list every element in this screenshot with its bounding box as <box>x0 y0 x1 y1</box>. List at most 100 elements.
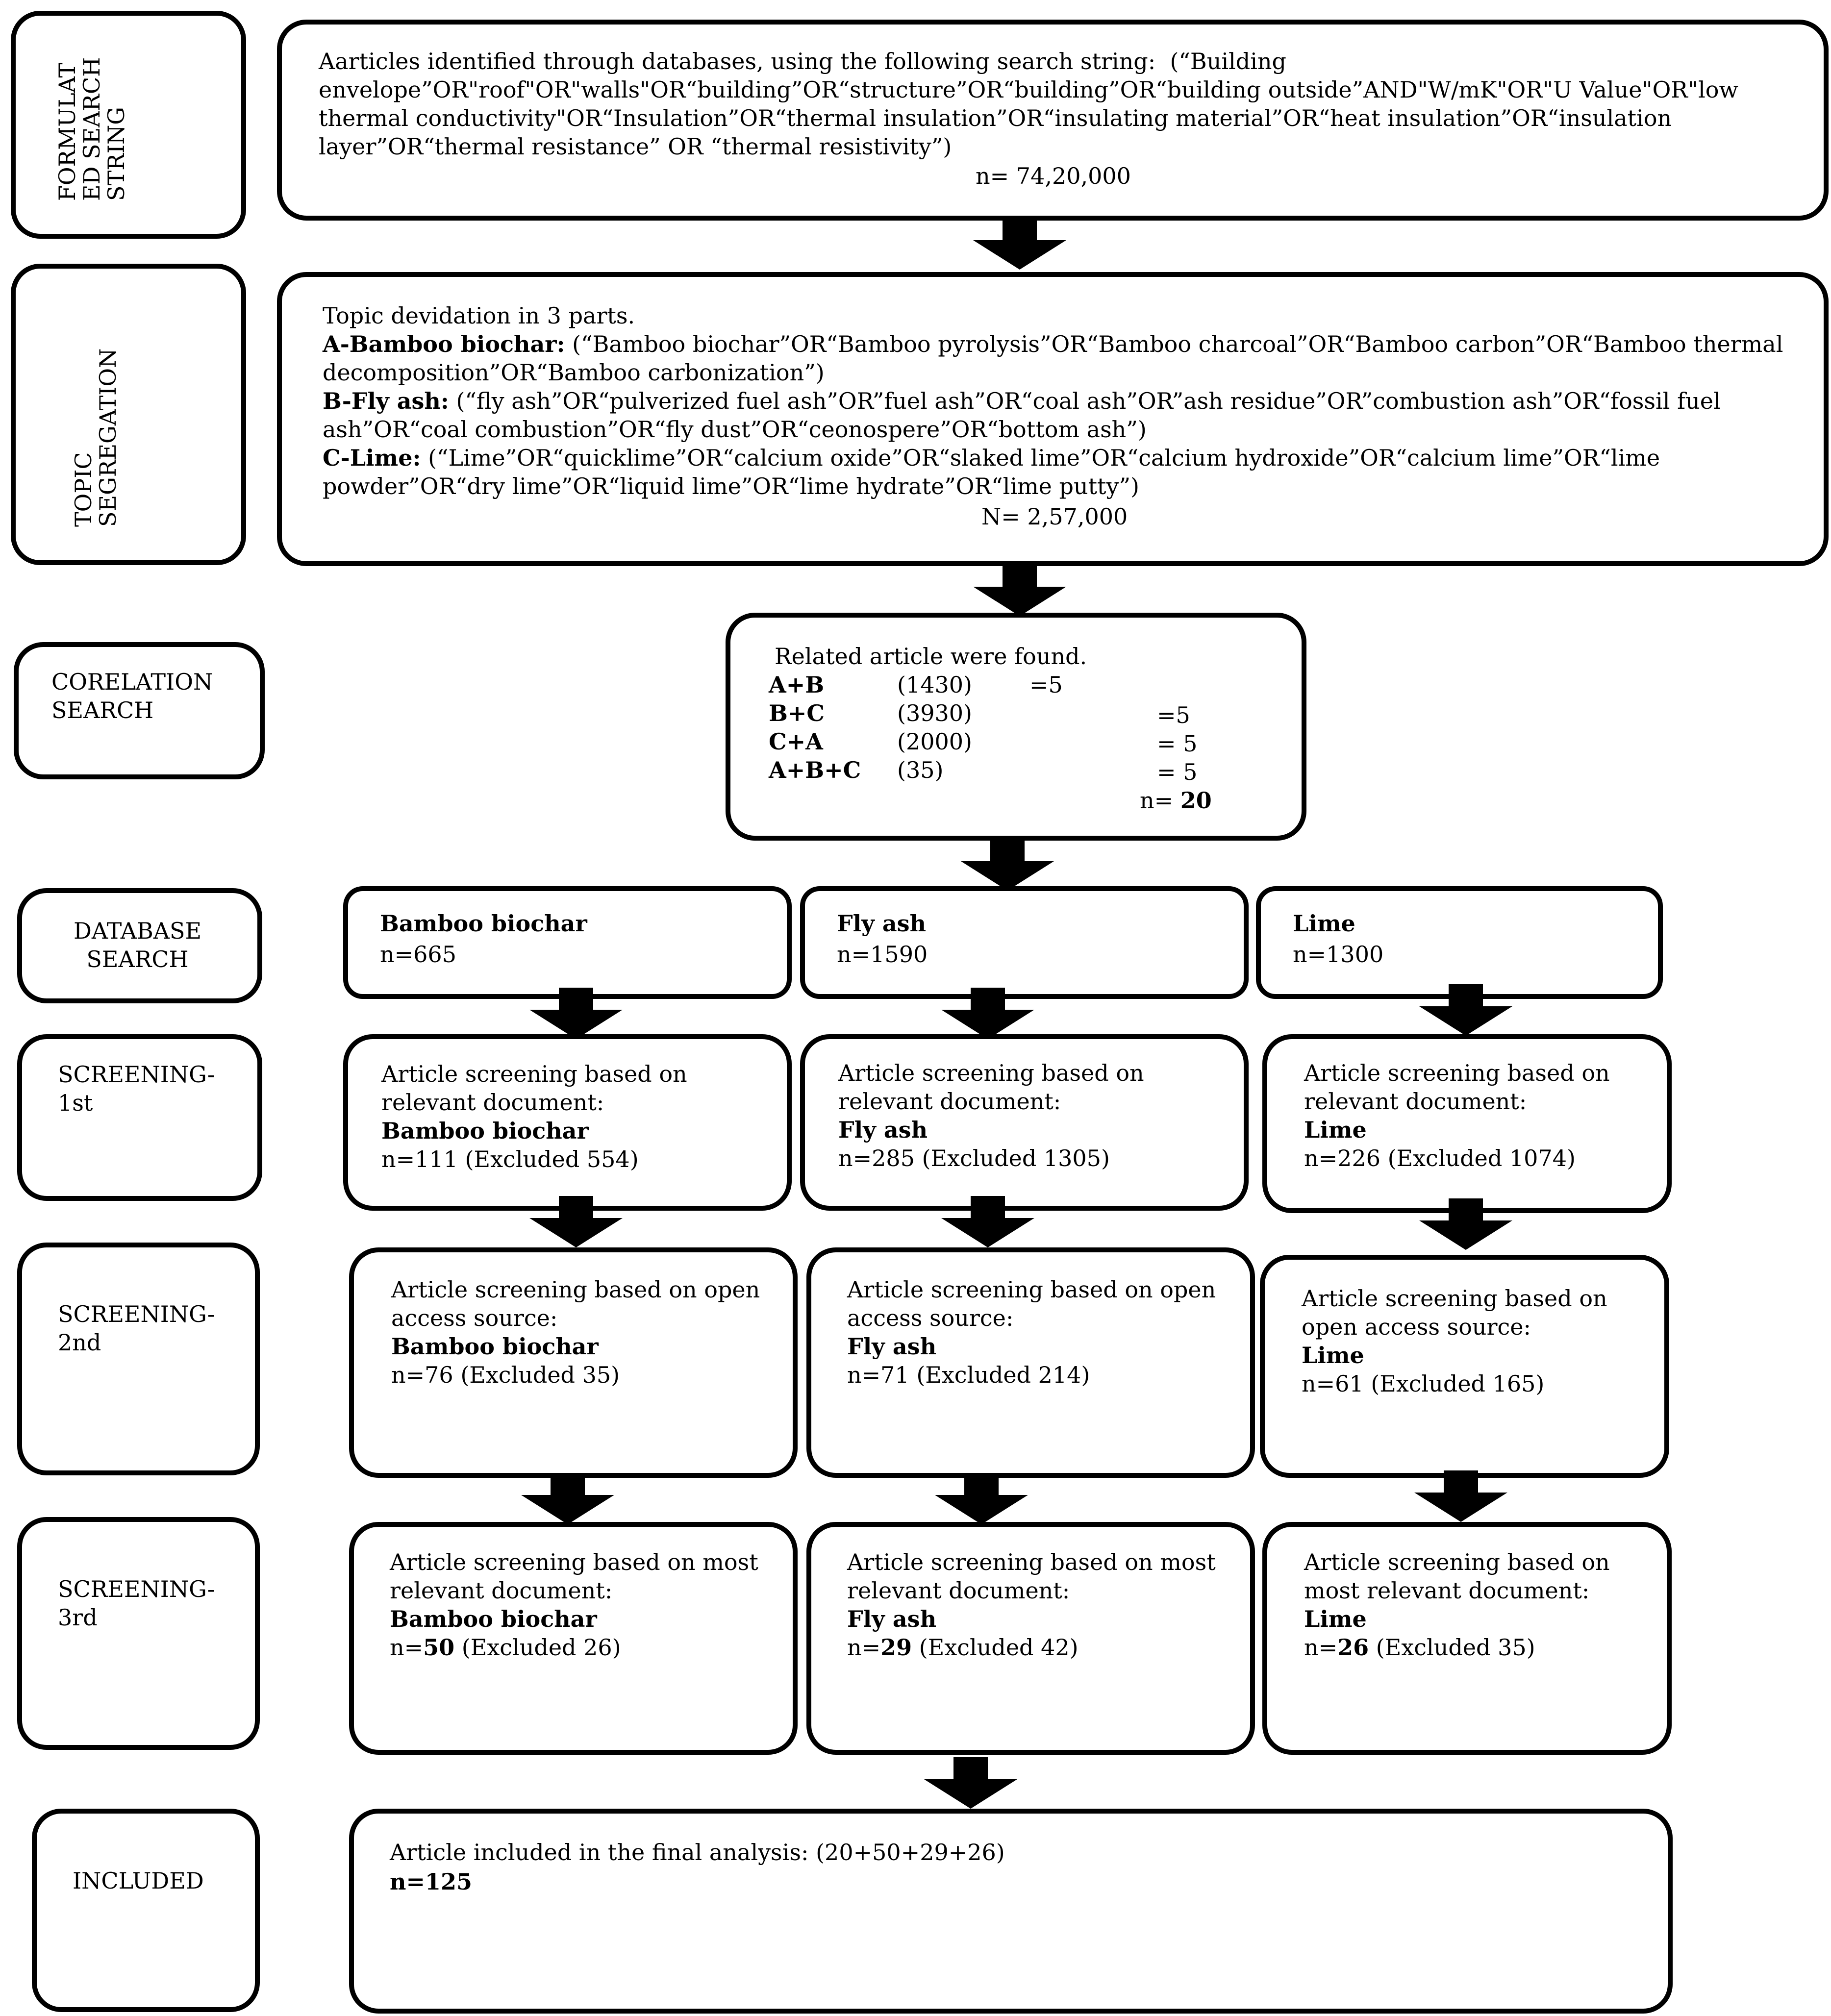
included-count: n=125 <box>390 1868 473 1895</box>
correlation-row-count: (1430) <box>897 672 972 698</box>
screening2-bamboo-title: Bamboo biochar <box>391 1333 599 1360</box>
stage-included <box>32 1809 260 2012</box>
correlation-row-label: A+B <box>769 672 825 698</box>
topic-c-text-1: (“Lime”OR“quicklime”OR“calcium oxide”OR“… <box>421 445 1660 471</box>
topic-a-line-2: decomposition”OR“Bamboo carbonization”) <box>323 359 825 386</box>
database-lime-title: Lime <box>1293 910 1355 937</box>
topic-a-label: A-Bamboo biochar: <box>323 331 565 357</box>
stage-screening-2nd <box>17 1243 260 1475</box>
correlation-row-count: (3930) <box>897 700 972 726</box>
included-text: Article included in the final analysis: … <box>390 1839 1005 1866</box>
screening3-lime-line-2: most relevant document: <box>1304 1577 1590 1604</box>
screening3-flyash-line-1: Article screening based on most <box>847 1549 1216 1575</box>
stage-screening-1st <box>17 1034 262 1201</box>
down-arrow-icon <box>922 1757 1020 1811</box>
database-bamboo-title: Bamboo biochar <box>380 910 587 937</box>
correlation-total: n= 20 <box>1140 786 1212 815</box>
database-flyash-box <box>800 886 1249 999</box>
stage-topic-segregation <box>11 264 246 565</box>
screening1-lime-title: Lime <box>1304 1117 1367 1143</box>
topic-b-text-1: (“fly ash”OR“pulverized fuel ash”OR”fuel… <box>449 388 1721 414</box>
screening3-flyash-title: Fly ash <box>847 1606 937 1632</box>
screening3-flyash-line-2: relevant document: <box>847 1577 1070 1604</box>
screening3-lime-title: Lime <box>1304 1606 1367 1632</box>
screening1-flyash-box <box>800 1034 1249 1211</box>
search-line-4: layer”OR“thermal resistance” OR “thermal… <box>319 133 952 160</box>
correlation-total-value: 20 <box>1180 787 1212 814</box>
screening1-flyash-count: n=285 (Excluded 1305) <box>838 1145 1110 1171</box>
search-line-3: thermal conductivity"OR“Insulation”OR“th… <box>319 105 1672 131</box>
screening2-bamboo-line-2: access source: <box>391 1305 558 1331</box>
screening2-bamboo-box <box>349 1247 798 1478</box>
correlation-row-result: =5 <box>1157 702 1190 728</box>
down-arrow-icon <box>971 565 1069 619</box>
stage-label-database: DATABASE SEARCH <box>74 918 202 972</box>
screening3-flyash-prefix: n= <box>847 1634 881 1661</box>
down-arrow-icon <box>519 1473 617 1527</box>
search-line-1: Aarticles identified through databases, … <box>319 48 1287 75</box>
screening2-flyash-line-1: Article screening based on open <box>847 1276 1216 1303</box>
stage-label-screening-2: SCREENING- 2nd <box>58 1301 215 1356</box>
screening2-bamboo-line-1: Article screening based on open <box>391 1276 760 1303</box>
screening1-lime-box <box>1262 1034 1672 1213</box>
screening3-flyash-box <box>806 1522 1255 1755</box>
topic-count: N= 2,57,000 <box>981 503 1128 530</box>
screening3-flyash-number: 29 <box>880 1634 912 1661</box>
stage-label-included: INCLUDED <box>73 1867 204 1894</box>
correlation-intro: Related article were found. <box>775 643 1087 670</box>
down-arrow-icon <box>939 1196 1037 1250</box>
down-arrow-icon <box>971 218 1069 272</box>
screening3-lime-excluded: (Excluded 35) <box>1369 1634 1535 1661</box>
screening3-bamboo-count: n=50 (Excluded 26) <box>390 1633 621 1662</box>
screening3-bamboo-line-2: relevant document: <box>390 1577 613 1604</box>
down-arrow-icon <box>527 1196 625 1250</box>
screening3-lime-number: 26 <box>1337 1634 1369 1661</box>
screening1-lime-line-1: Article screening based on <box>1304 1060 1610 1086</box>
correlation-total-prefix: n= <box>1140 787 1180 814</box>
screening1-flyash-title: Fly ash <box>838 1117 928 1143</box>
screening2-lime-box <box>1260 1255 1669 1478</box>
down-arrow-icon <box>1417 1198 1515 1252</box>
stage-label-screening-3: SCREENING- 3rd <box>58 1576 215 1631</box>
screening3-bamboo-number: 50 <box>423 1634 455 1661</box>
screening2-lime-line-1: Article screening based on <box>1302 1285 1607 1312</box>
screening2-lime-count: n=61 (Excluded 165) <box>1302 1370 1545 1397</box>
down-arrow-icon <box>1412 1470 1510 1524</box>
screening3-lime-count: n=26 (Excluded 35) <box>1304 1633 1535 1662</box>
screening2-flyash-title: Fly ash <box>847 1333 937 1360</box>
stage-screening-3rd <box>17 1517 260 1750</box>
screening3-bamboo-box <box>349 1522 798 1755</box>
screening3-bamboo-excluded: (Excluded 26) <box>454 1634 621 1661</box>
correlation-row-count: (35) <box>897 757 944 783</box>
topic-intro: Topic devidation in 3 parts. <box>323 302 635 329</box>
screening3-bamboo-title: Bamboo biochar <box>390 1606 597 1632</box>
correlation-row-label: B+C <box>769 700 825 726</box>
screening1-flyash-line-1: Article screening based on <box>838 1060 1144 1086</box>
screening3-bamboo-prefix: n= <box>390 1634 424 1661</box>
topic-c-label: C-Lime: <box>323 445 421 471</box>
screening1-lime-count: n=226 (Excluded 1074) <box>1304 1145 1576 1171</box>
database-lime-box <box>1256 886 1663 999</box>
topic-c-line-1: C-Lime: (“Lime”OR“quicklime”OR“calcium o… <box>323 444 1660 472</box>
screening1-bamboo-line-1: Article screening based on <box>381 1061 687 1087</box>
screening3-lime-box <box>1262 1522 1672 1755</box>
down-arrow-icon <box>958 839 1056 893</box>
screening2-flyash-line-2: access source: <box>847 1305 1014 1331</box>
screening2-flyash-count: n=71 (Excluded 214) <box>847 1362 1090 1388</box>
included-box <box>349 1809 1673 2014</box>
down-arrow-icon <box>527 988 625 1042</box>
topic-c-line-2: powder”OR“dry lime”OR“liquid lime”OR“lim… <box>323 473 1139 499</box>
screening2-flyash-box <box>806 1247 1255 1478</box>
correlation-row-label: C+A <box>769 728 823 755</box>
database-flyash-title: Fly ash <box>837 910 927 937</box>
screening3-lime-prefix: n= <box>1304 1634 1338 1661</box>
down-arrow-icon <box>939 988 1037 1042</box>
topic-a-line-1: A-Bamboo biochar: (“Bamboo biochar”OR“Ba… <box>323 330 1783 358</box>
stage-label-topic: TOPIC SEGREGATION <box>70 348 121 527</box>
screening3-flyash-count: n=29 (Excluded 42) <box>847 1633 1079 1662</box>
topic-segregation-box <box>277 272 1829 566</box>
screening1-bamboo-count: n=111 (Excluded 554) <box>381 1146 639 1172</box>
screening1-lime-line-2: relevant document: <box>1304 1088 1527 1115</box>
stage-label-formulated: FORMULAT ED SEARCH STRING <box>54 57 129 201</box>
search-line-2: envelope”OR"roof"OR"walls"OR“building”OR… <box>319 76 1738 103</box>
